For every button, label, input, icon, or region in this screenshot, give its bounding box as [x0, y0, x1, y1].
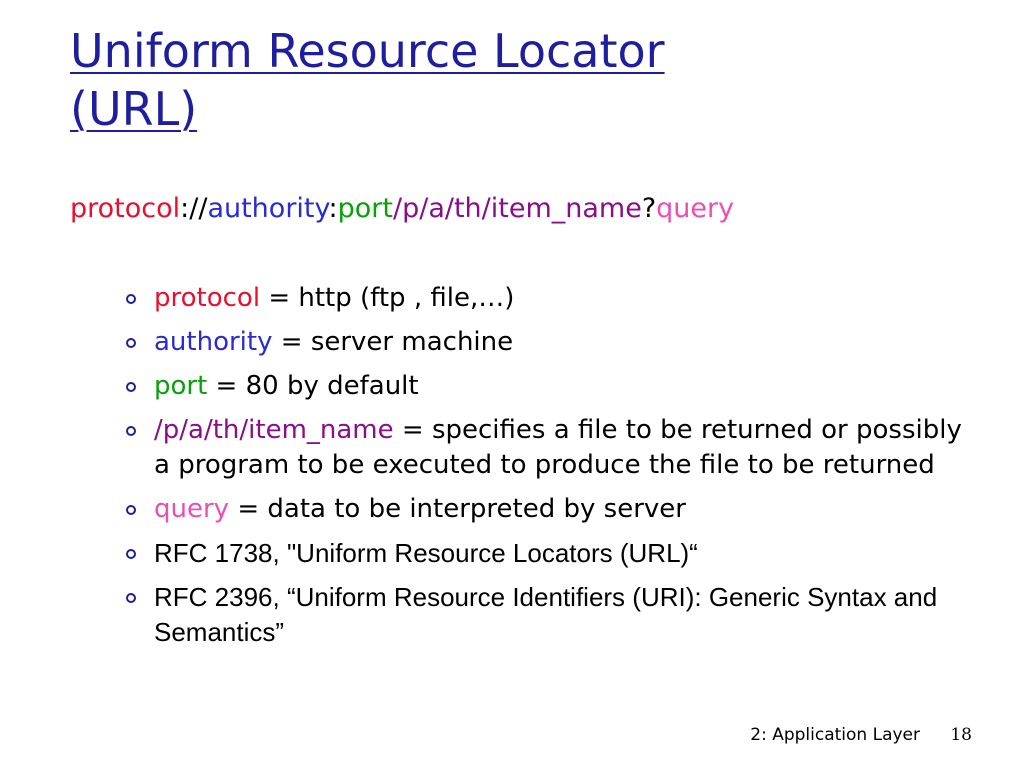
title-line-2: (URL) [70, 82, 198, 136]
url-sep-scheme: :// [180, 193, 208, 224]
bullet-text: = specifies a file to be returned or pos… [154, 415, 962, 480]
url-port: port [337, 193, 393, 224]
bullet-term: query [154, 494, 230, 524]
bullet-item-protocol: protocol = http (ftp , file,…) [124, 281, 984, 316]
url-sep-query: ? [641, 193, 657, 224]
hollow-circle-bullet-icon [126, 593, 136, 603]
url-query: query [656, 193, 735, 224]
url-authority: authority [207, 193, 329, 224]
hollow-circle-bullet-icon [126, 294, 136, 304]
bullet-list: protocol = http (ftp , file,…) authority… [124, 281, 984, 659]
url-syntax: protocol://authority:port/p/a/th/item_na… [70, 191, 734, 227]
bullet-text: = data to be interpreted by server [229, 494, 686, 524]
bullet-text: RFC 1738, "Uniform Resource Locators (UR… [154, 538, 698, 568]
bullet-term: authority [154, 327, 273, 357]
bullet-item-query: query = data to be interpreted by server [124, 492, 984, 527]
hollow-circle-bullet-icon [126, 338, 136, 348]
slide-title: Uniform Resource Locator(URL) [70, 22, 970, 138]
bullet-text: = server machine [272, 327, 514, 357]
hollow-circle-bullet-icon [126, 426, 136, 436]
hollow-circle-bullet-icon [126, 549, 136, 559]
bullet-text: RFC 2396, “Uniform Resource Identifiers … [154, 582, 938, 647]
bullet-item-port: port = 80 by default [124, 369, 984, 404]
bullet-item-path: /p/a/th/item_name = specifies a file to … [124, 413, 984, 483]
hollow-circle-bullet-icon [126, 382, 136, 392]
footer-section-label: 2: Application Layer [750, 725, 920, 745]
title-line-1: Uniform Resource Locator [70, 24, 665, 78]
bullet-item-rfc1738: RFC 1738, "Uniform Resource Locators (UR… [124, 536, 984, 571]
url-sep-port: : [328, 193, 338, 224]
hollow-circle-bullet-icon [126, 505, 136, 515]
bullet-term: port [154, 371, 208, 401]
bullet-text: = 80 by default [207, 371, 419, 401]
footer-page-number: 18 [950, 725, 972, 745]
bullet-item-rfc2396: RFC 2396, “Uniform Resource Identifiers … [124, 580, 984, 650]
url-path: /p/a/th/item_name [392, 193, 642, 224]
bullet-term: protocol [154, 283, 261, 313]
url-protocol: protocol [70, 193, 181, 224]
bullet-item-authority: authority = server machine [124, 325, 984, 360]
bullet-text: = http (ftp , file,…) [260, 283, 515, 313]
bullet-term: /p/a/th/item_name [154, 415, 394, 445]
